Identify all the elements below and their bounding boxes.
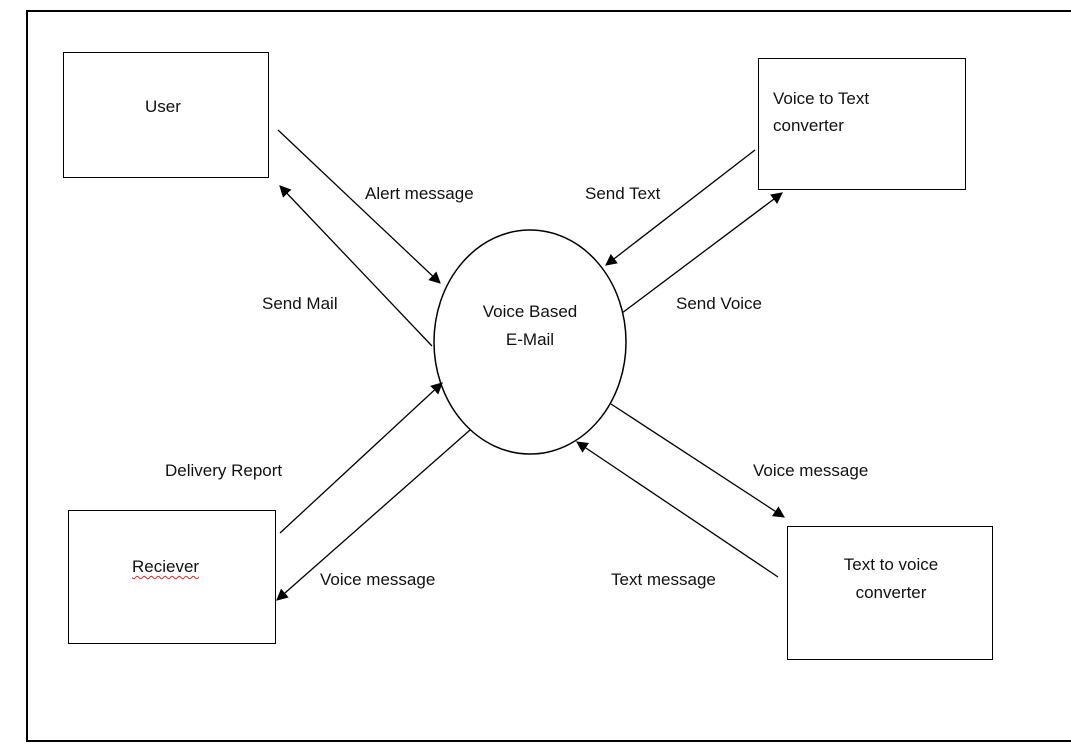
flow-label-send-text: Send Text (585, 184, 661, 203)
arrow-send-voice (621, 192, 783, 314)
process-label-line2: E-Mail (505, 330, 555, 349)
flow-label-delivery-report: Delivery Report (165, 461, 283, 480)
flow-label-text-message: Text message (611, 570, 716, 589)
arrow-voice-message-right (610, 403, 785, 518)
arrow-send-text (605, 149, 756, 266)
entity-text-to-voice-label-line2: converter (855, 583, 927, 602)
process-circle (433, 229, 627, 455)
arrow-text-message (576, 441, 779, 578)
entity-voice-to-text-label-line1: Voice to Text (773, 89, 870, 108)
entity-user: User (63, 52, 269, 178)
process-label-line1: Voice Based (482, 302, 578, 321)
flow-label-alert-message: Alert message (365, 184, 474, 203)
arrow-delivery-report (279, 382, 443, 534)
entity-voice-to-text-converter: Voice to Text converter (758, 58, 966, 190)
arrow-voice-message-left (276, 429, 471, 601)
flow-label-voice-message-right: Voice message (753, 461, 869, 480)
flow-label-voice-message-left: Voice message (320, 570, 436, 589)
arrow-send-mail (279, 185, 433, 347)
entity-voice-to-text-label-line2: converter (773, 116, 844, 135)
entity-receiver: Reciever (68, 510, 276, 644)
flow-label-send-mail: Send Mail (262, 294, 338, 313)
arrow-alert-message (277, 129, 441, 284)
entity-text-to-voice-label-line1: Text to voice (843, 555, 939, 574)
entity-user-label: User (145, 97, 181, 116)
diagram-frame (26, 10, 1071, 742)
flow-label-send-voice: Send Voice (676, 294, 763, 313)
entity-receiver-label: Reciever (132, 557, 200, 576)
entity-text-to-voice-converter: Text to voice converter (787, 526, 993, 660)
